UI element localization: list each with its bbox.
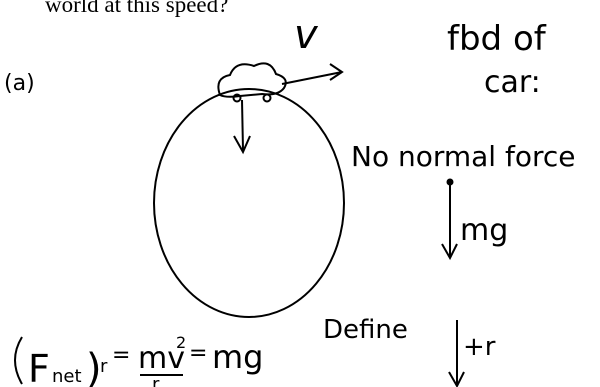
open-paren (14, 336, 23, 385)
equation-force: F (28, 347, 50, 387)
weight-label: mg (460, 213, 508, 248)
fbd-heading-line1: fbd of (447, 19, 547, 59)
radial-positive-label: +r (463, 332, 496, 362)
weight-arrow (441, 178, 458, 261)
equation-strokes (14, 336, 183, 385)
equation-exponent: 2 (176, 333, 186, 352)
no-normal-force-label: No normal force (351, 140, 576, 173)
fbd-heading-line2: car: (484, 65, 541, 100)
equation-rhs: mg (212, 338, 263, 376)
equation-denominator: r (152, 374, 160, 387)
define-label: Define (323, 315, 408, 345)
equation-r-subscript: r (100, 356, 108, 377)
equation-numerator: mv (138, 341, 185, 376)
equation-close-paren: ) (86, 346, 102, 387)
equation-net-subscript: net (52, 366, 82, 387)
equation-equals-1: = (112, 343, 130, 368)
velocity-label: v (294, 12, 319, 58)
velocity-arrow (281, 63, 344, 85)
radial-direction-arrow (448, 320, 465, 387)
equation-equals-2: = (189, 341, 207, 366)
planet-circle (153, 88, 345, 318)
car-icon (217, 62, 287, 103)
part-label: (a) (4, 71, 35, 96)
question-text-fragment: world at this speed? (45, 0, 229, 17)
car-down-arrow (233, 99, 251, 155)
